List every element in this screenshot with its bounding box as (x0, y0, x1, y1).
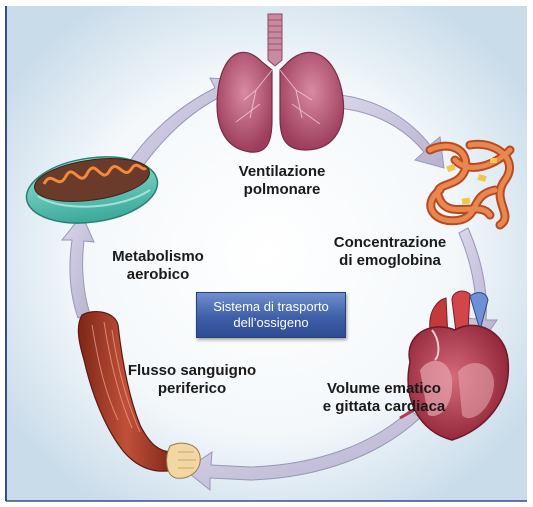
label-metabolism: Metabolismo aerobico (102, 248, 214, 284)
label-peripheral-line2: periferico (118, 380, 266, 398)
label-hemoglobin-line1: Concentrazione (325, 234, 455, 252)
label-ventilation: Ventilazione polmonare (232, 163, 332, 199)
label-metabolism-line2: aerobico (102, 266, 214, 284)
label-ventilation-line2: polmonare (232, 181, 332, 199)
label-ventilation-line1: Ventilazione (232, 163, 332, 181)
label-peripheral-line1: Flusso sanguigno (118, 362, 266, 380)
label-cardiac-line2: e gittata cardiaca (320, 398, 448, 416)
label-cardiac: Volume ematico e gittata cardiaca (320, 380, 448, 416)
label-cardiac-line1: Volume ematico (320, 380, 448, 398)
center-title-box: Sistema di trasporto dell’ossigeno (196, 292, 346, 338)
label-peripheral: Flusso sanguigno periferico (118, 362, 266, 398)
center-title-line1: Sistema di trasporto (197, 299, 345, 315)
label-metabolism-line1: Metabolismo (102, 248, 214, 266)
center-title-line2: dell’ossigeno (197, 315, 345, 331)
label-hemoglobin: Concentrazione di emoglobina (325, 234, 455, 270)
label-hemoglobin-line2: di emoglobina (325, 252, 455, 270)
